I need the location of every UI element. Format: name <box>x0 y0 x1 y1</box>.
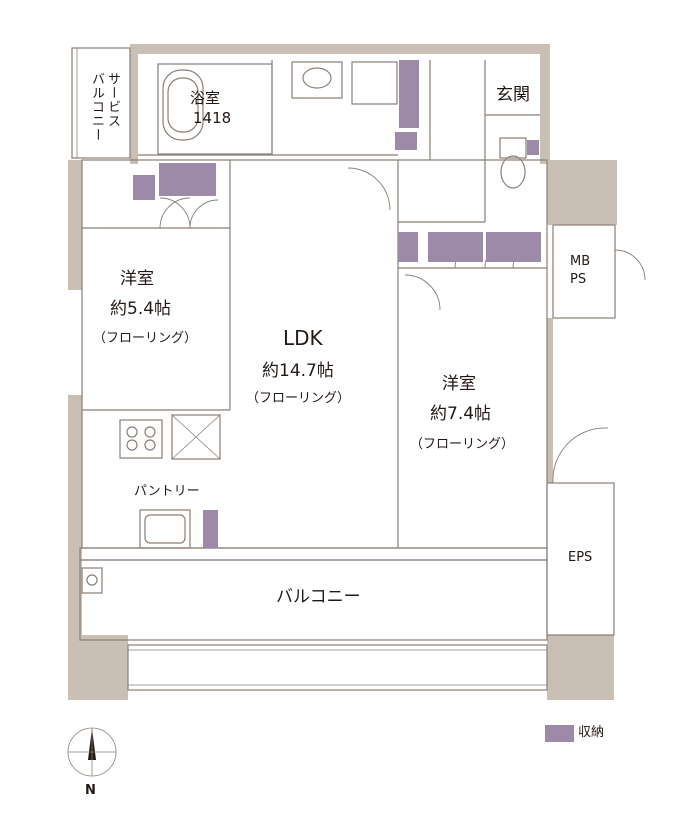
eps-label: EPS <box>568 550 593 565</box>
doors <box>159 167 646 484</box>
entrance-label: 玄関 <box>496 85 530 105</box>
western-right-name: 洋室 <box>442 374 476 394</box>
walls <box>68 44 617 700</box>
ldk-size: 約14.7帖 <box>262 361 334 381</box>
fixtures <box>81 61 527 594</box>
service-balcony-line2: バルコニー <box>88 72 104 142</box>
western-right-floor: （フローリング） <box>410 437 515 452</box>
interior-lines <box>71 47 616 691</box>
service-balcony-line1: サービス <box>104 72 120 128</box>
western-right-size: 約7.4帖 <box>430 404 492 424</box>
bath-name: 浴室 <box>190 89 221 107</box>
western-left-size: 約5.4帖 <box>110 299 172 319</box>
balcony-label: バルコニー <box>276 587 361 607</box>
mbps-line2: PS <box>570 272 587 287</box>
western-left-name: 洋室 <box>120 269 154 289</box>
legend-storage-label: 収納 <box>578 725 605 740</box>
western-left-floor: （フローリング） <box>93 331 198 346</box>
ldk-floor: （フローリング） <box>246 391 351 406</box>
ldk-name: LDK <box>283 326 323 350</box>
compass <box>67 727 117 777</box>
bath-code: 1418 <box>193 109 232 127</box>
storage-areas <box>133 60 574 742</box>
compass-north-label: N <box>85 783 96 798</box>
pantry-label: パントリー <box>134 484 200 499</box>
mbps-line1: MB <box>570 254 591 269</box>
